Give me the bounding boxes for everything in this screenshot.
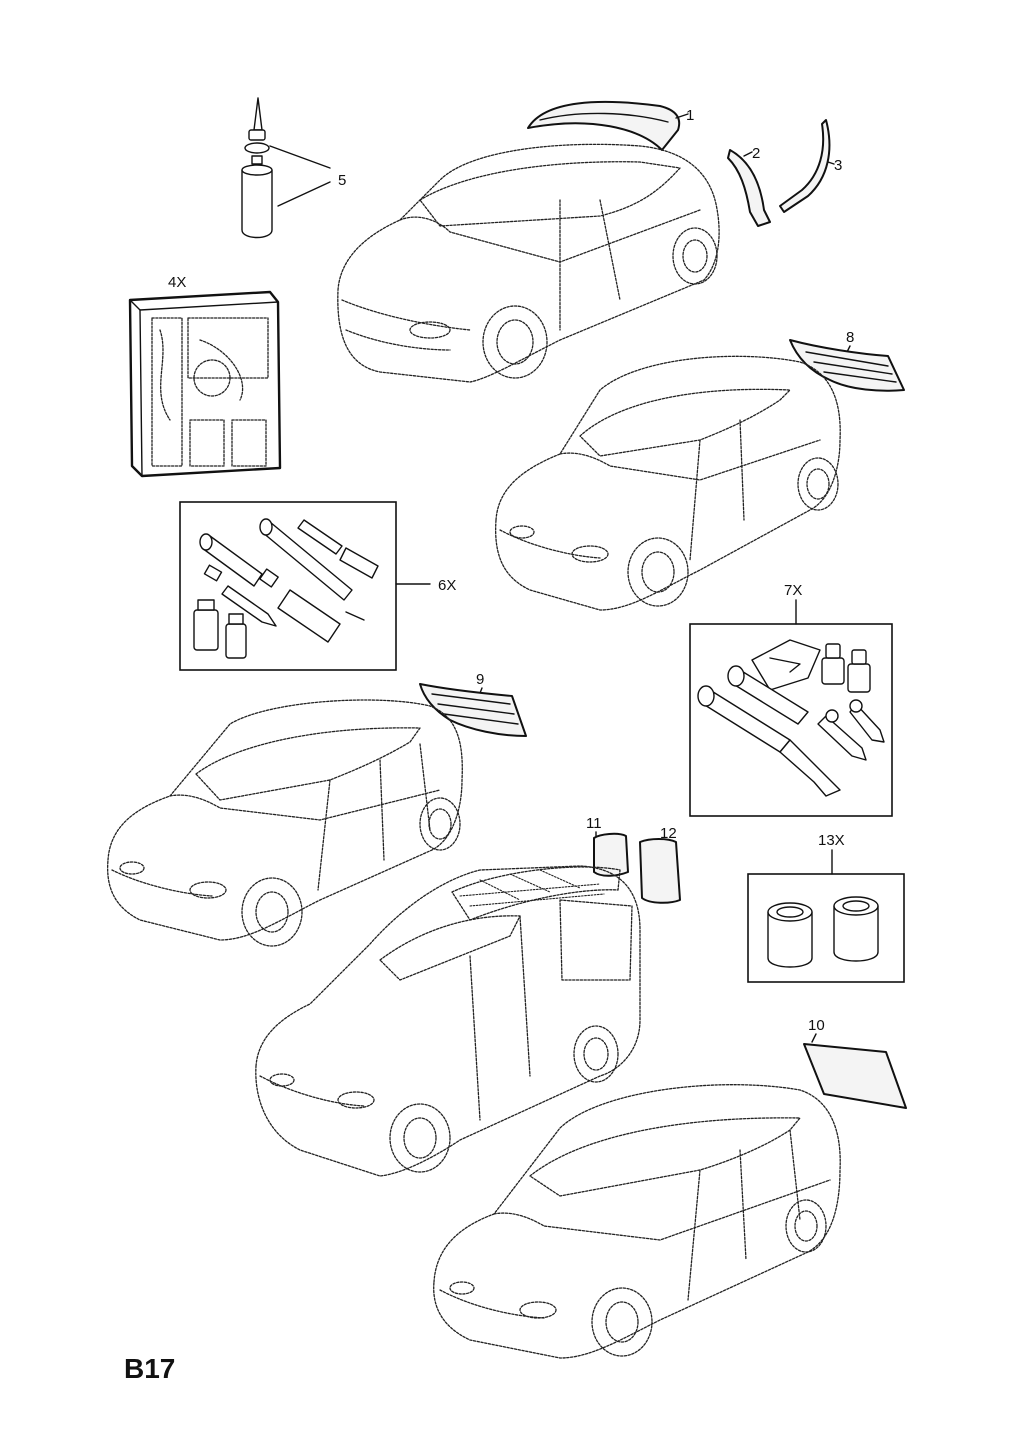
part-6x-kit-contents — [193, 518, 379, 659]
callout-1: 1 — [686, 107, 694, 124]
leader-3 — [827, 161, 835, 165]
part-4x-repair-kit-box — [128, 290, 282, 478]
callout-10: 10 — [808, 1017, 825, 1034]
part-10-rear-window — [803, 1043, 907, 1109]
callout-4x: 4X — [168, 274, 186, 291]
leader-5a — [269, 145, 331, 169]
part-9-rear-window — [419, 683, 527, 737]
car-panel-van — [255, 865, 641, 1177]
part-13x-kit-box — [747, 873, 905, 983]
part-7x-kit-contents — [697, 639, 885, 797]
part-7x-kit-box — [689, 623, 893, 817]
part-2-side-trim — [727, 149, 771, 227]
part-8-rear-window — [789, 339, 905, 392]
leader-10 — [811, 1033, 817, 1043]
part-13x-kit-contents — [767, 896, 879, 968]
part-5-adhesive-cartridge — [241, 97, 273, 239]
callout-2: 2 — [752, 145, 760, 162]
part-12-side-window — [639, 838, 681, 904]
callout-11: 11 — [586, 815, 602, 832]
part-3-side-strip — [779, 119, 831, 213]
car-hatchback-3door — [495, 355, 841, 611]
callout-12: 12 — [660, 825, 677, 842]
diagram-code: B17 — [124, 1353, 175, 1384]
callout-6x: 6X — [438, 577, 456, 594]
callout-9: 9 — [476, 671, 484, 688]
callout-8: 8 — [846, 329, 854, 346]
callout-7x: 7X — [784, 582, 802, 599]
leader-5b — [277, 181, 331, 207]
callout-13x: 13X — [818, 832, 845, 849]
car-coupe — [337, 143, 720, 383]
part-6x-kit-box — [179, 501, 397, 671]
car-hatchback-5door — [106, 699, 463, 947]
callout-5: 5 — [338, 172, 346, 189]
part-11-side-window — [593, 832, 629, 877]
callout-3: 3 — [834, 157, 842, 174]
leader-2 — [743, 151, 753, 157]
leader-1 — [675, 113, 689, 119]
part-1-rear-window — [527, 100, 681, 151]
car-estate — [433, 1084, 841, 1359]
